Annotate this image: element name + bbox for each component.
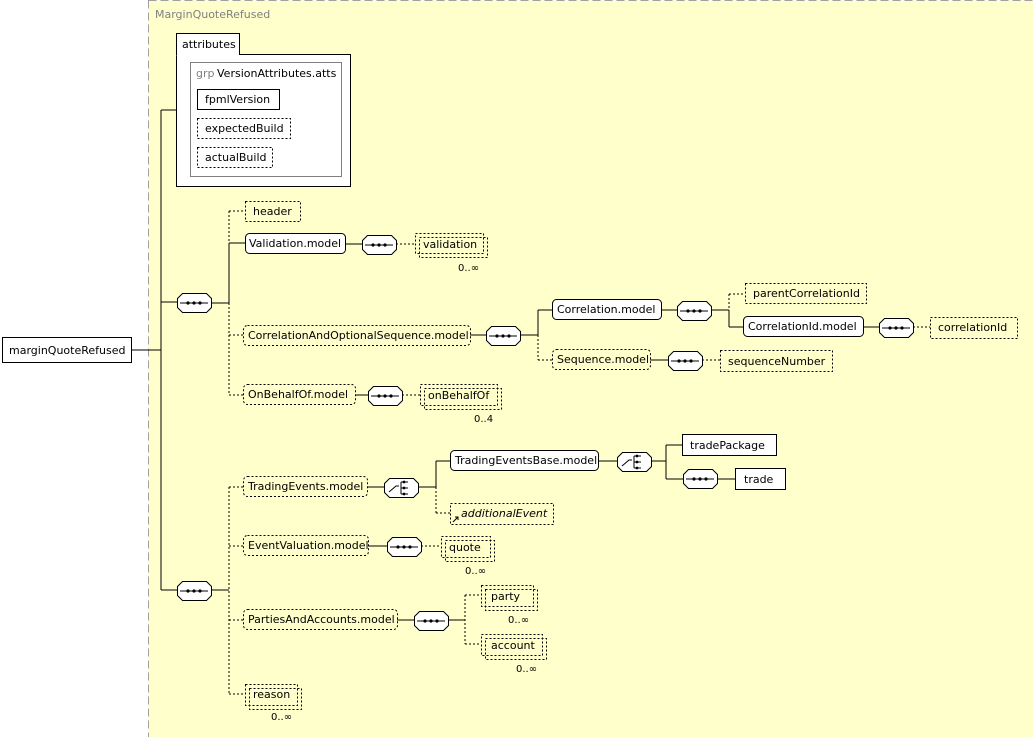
root-element-label: marginQuoteRefused (9, 344, 125, 357)
svg-text:TradingEvents.model: TradingEvents.model (247, 480, 363, 493)
attributes-tab-label: attributes (182, 38, 236, 51)
svg-text:OnBehalfOf.model: OnBehalfOf.model (248, 388, 348, 401)
reference-arrow-icon (452, 516, 459, 523)
card-reason: 0..∞ (271, 712, 292, 723)
sequence-compositor-validation[interactable] (362, 235, 397, 255)
attribute-group-prefix: grp (196, 67, 215, 80)
element-reason[interactable] (245, 684, 298, 706)
attribute-group (190, 62, 342, 177)
svg-text:account: account (491, 639, 536, 652)
attribute-group-name: VersionAttributes.atts (217, 67, 337, 80)
svg-text:PartiesAndAccounts.model: PartiesAndAccounts.model (248, 613, 395, 626)
element-account[interactable] (481, 634, 543, 656)
svg-text:EventValuation.model: EventValuation.model (248, 539, 369, 552)
group-parties-accounts-model[interactable] (243, 609, 398, 630)
svg-text:additionalEvent: additionalEvent (461, 507, 548, 520)
svg-text:sequenceNumber: sequenceNumber (728, 355, 826, 368)
svg-text:validation: validation (423, 238, 477, 251)
svg-text:header: header (253, 205, 292, 218)
sequence-compositor-correlation-sequence[interactable] (486, 326, 521, 346)
svg-text:CorrelationId.model: CorrelationId.model (748, 320, 857, 333)
svg-text:fpmlVersion: fpmlVersion (205, 93, 270, 106)
sequence-compositor-correlation-id[interactable] (879, 318, 914, 338)
sequence-compositor-on-behalf-of[interactable] (368, 386, 403, 406)
choice-compositor-trading-events-base[interactable] (617, 452, 652, 472)
svg-text:correlationId: correlationId (938, 321, 1007, 334)
element-on-behalf-of[interactable] (420, 384, 498, 406)
svg-text:onBehalfOf: onBehalfOf (428, 389, 490, 402)
attr-fpmlversion[interactable] (197, 89, 280, 110)
card-on-behalf-of: 0..4 (474, 414, 493, 425)
svg-text:actualBuild: actualBuild (205, 151, 266, 164)
svg-text:tradePackage: tradePackage (690, 439, 765, 452)
element-party[interactable] (481, 585, 534, 607)
element-quote[interactable] (441, 536, 491, 558)
attr-expectedbuild[interactable] (197, 118, 291, 139)
svg-text:quote: quote (449, 541, 481, 554)
svg-text:trade: trade (744, 473, 774, 486)
sequence-compositor-correlation[interactable] (677, 301, 712, 321)
element-correlation-id[interactable] (930, 317, 1018, 339)
sequence-compositor-1[interactable] (177, 293, 212, 313)
element-trade-package[interactable] (682, 434, 777, 456)
svg-text:Correlation.model: Correlation.model (557, 303, 655, 316)
sequence-compositor-event-valuation[interactable] (387, 537, 422, 557)
card-validation: 0..∞ (458, 263, 479, 274)
svg-text:parentCorrelationId: parentCorrelationId (753, 287, 860, 300)
svg-text:expectedBuild: expectedBuild (205, 122, 284, 135)
card-account: 0..∞ (516, 664, 537, 675)
element-header[interactable] (245, 201, 301, 222)
choice-compositor-trading-events[interactable] (384, 478, 419, 498)
sequence-compositor-sequence[interactable] (668, 351, 703, 371)
svg-text:TradingEventsBase.model: TradingEventsBase.model (454, 454, 597, 467)
element-sequence-number[interactable] (720, 350, 833, 372)
group-correlation-sequence-model[interactable] (243, 325, 471, 346)
element-parent-correlation-id[interactable] (745, 283, 867, 304)
root-element[interactable] (2, 337, 132, 363)
group-sequence-model[interactable] (552, 349, 651, 370)
svg-text:Sequence.model: Sequence.model (557, 353, 649, 366)
element-additional-event[interactable] (450, 503, 554, 525)
sequence-compositor-trade[interactable] (683, 469, 718, 489)
container-title: MarginQuoteRefused (155, 8, 270, 21)
sequence-compositor-parties-accounts[interactable] (414, 611, 449, 631)
attr-actualbuild[interactable] (197, 147, 273, 168)
card-quote: 0..∞ (465, 566, 486, 577)
card-party: 0..∞ (508, 615, 529, 626)
element-trade[interactable] (735, 468, 786, 490)
svg-text:Validation.model: Validation.model (249, 237, 341, 250)
svg-text:reason: reason (253, 688, 290, 701)
sequence-compositor-2[interactable] (177, 581, 212, 601)
element-validation[interactable] (415, 233, 484, 254)
svg-text:party: party (491, 590, 521, 603)
svg-text:CorrelationAndOptionalSequence: CorrelationAndOptionalSequence.model (248, 329, 469, 342)
